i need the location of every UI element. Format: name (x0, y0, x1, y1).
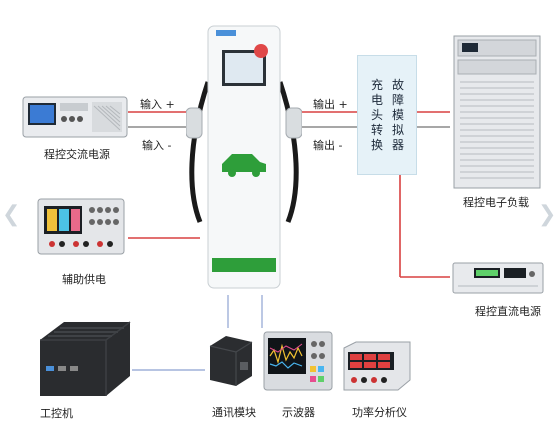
power-analyzer-label: 功率分析仪 (352, 406, 407, 419)
comm-module-label: 通讯模块 (212, 406, 256, 419)
dc-source-label: 程控直流电源 (475, 305, 541, 318)
dc-source-device-icon (452, 262, 544, 294)
oscilloscope-label: 示波器 (282, 406, 315, 419)
power-analyzer-device-icon (343, 341, 411, 391)
ac-source-device-icon (22, 96, 128, 138)
aux-power-device-icon (37, 198, 125, 255)
oscilloscope-device-icon (263, 331, 333, 391)
fault-simulator-box (357, 55, 417, 175)
chevron-left-icon[interactable]: ❮ (2, 202, 21, 227)
output-plus-label: 输出 + (313, 98, 348, 111)
charging-pile-icon (186, 25, 302, 289)
chevron-right-icon[interactable]: ❯ (538, 202, 554, 227)
ac-source-label: 程控交流电源 (44, 148, 110, 161)
input-minus-label: 输入 - (142, 139, 172, 152)
charging-head-converter-label: 充电头转换 (370, 78, 383, 152)
industrial-pc-device-icon (40, 321, 131, 396)
fault-simulator-label: 故障模拟器 (391, 78, 404, 152)
input-plus-label: 输入 + (140, 98, 175, 111)
electronic-load-label: 程控电子负载 (463, 196, 529, 209)
electronic-load-device-icon (453, 35, 541, 189)
aux-power-label: 辅助供电 (62, 273, 106, 286)
industrial-pc-label: 工控机 (40, 407, 73, 420)
comm-module-device-icon (209, 336, 253, 386)
output-minus-label: 输出 - (313, 139, 343, 152)
